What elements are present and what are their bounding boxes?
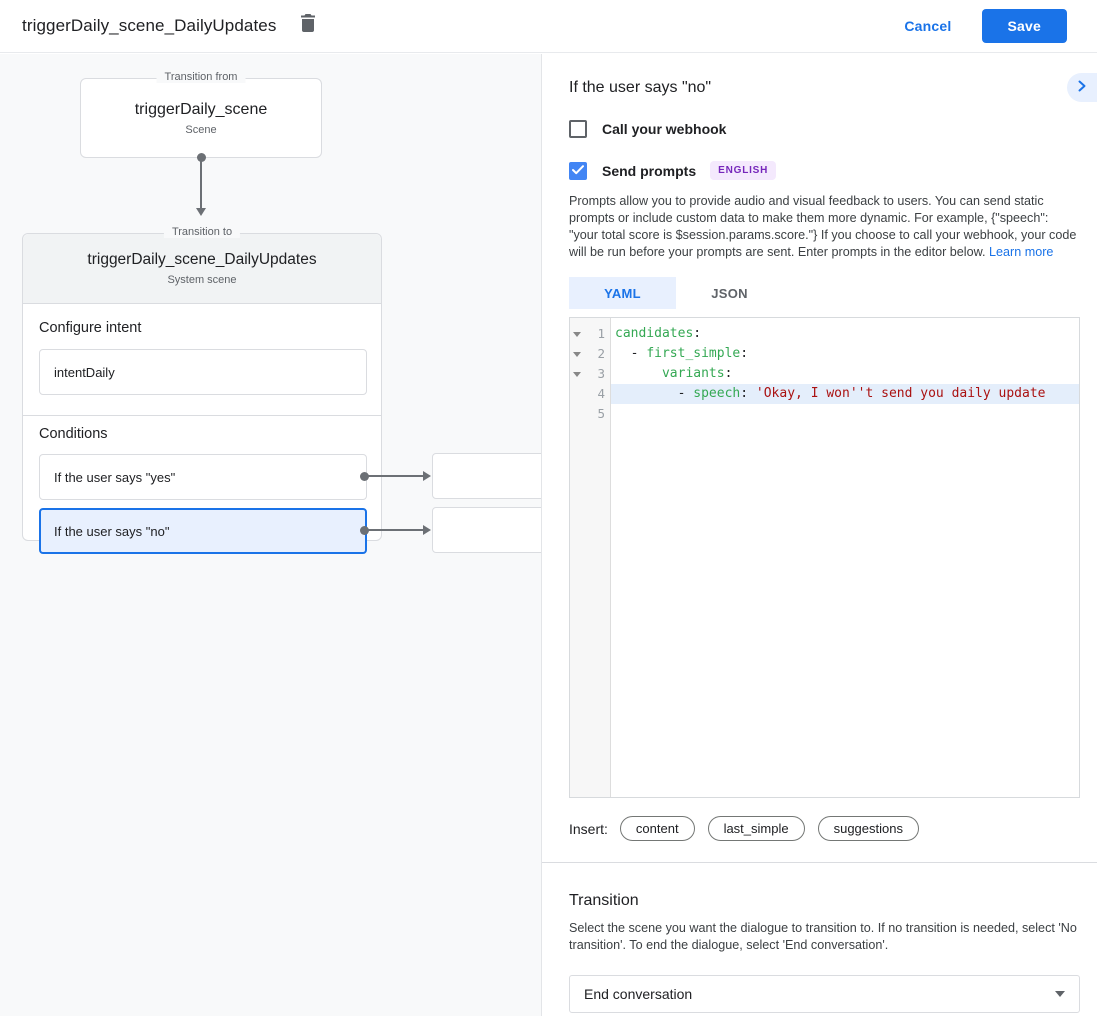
save-button[interactable]: Save	[981, 9, 1067, 43]
transition-description: Select the scene you want the dialogue t…	[569, 921, 1077, 952]
insert-suggestions-chip[interactable]: suggestions	[817, 816, 919, 841]
transition-select[interactable]: End conversation	[569, 975, 1080, 1013]
call-webhook-label: Call your webhook	[602, 121, 727, 137]
card-divider	[23, 415, 381, 416]
transition-select-value: End conversation	[584, 986, 693, 1002]
transition-to-card: Transition to triggerDaily_scene_DailyUp…	[22, 226, 382, 554]
condition-yes-port-dot	[360, 472, 369, 481]
condition-item-no[interactable]: If the user says "no"	[39, 508, 367, 554]
call-webhook-checkbox[interactable]	[569, 120, 587, 138]
editor-format-tabs: YAML JSON	[569, 277, 1080, 309]
fold-icon[interactable]	[570, 371, 583, 377]
dropdown-caret-icon	[1055, 991, 1065, 997]
condition-no-arrow-line	[365, 529, 423, 531]
scene-diagram-canvas: Transition from triggerDaily_scene Scene…	[0, 54, 541, 1016]
delete-button[interactable]	[294, 12, 322, 40]
cancel-button[interactable]: Cancel	[904, 18, 952, 34]
to-scene-type: System scene	[167, 274, 237, 286]
condition-yes-arrowhead-icon	[423, 471, 431, 481]
condition-no-port-dot	[360, 526, 369, 535]
from-scene-name: triggerDaily_scene	[134, 100, 268, 118]
insert-row: Insert: content last_simple suggestions	[569, 816, 1080, 841]
prompts-description-text: Prompts allow you to provide audio and v…	[569, 194, 1077, 259]
send-prompts-label: Send prompts	[602, 162, 697, 179]
code-line-5	[611, 404, 1079, 424]
connector-line	[200, 158, 202, 210]
condition-yes-arrow-line	[365, 475, 423, 477]
code-line-4: - speech: 'Okay, I won''t send you daily…	[611, 384, 1079, 404]
line-number: 5	[597, 406, 605, 421]
line-number: 1	[597, 326, 605, 341]
tab-json[interactable]: JSON	[711, 285, 748, 301]
top-bar: triggerDaily_scene_DailyUpdates Cancel S…	[0, 0, 1097, 53]
gutter-row: 3	[570, 364, 610, 384]
condition-item-yes[interactable]: If the user says "yes"	[39, 454, 367, 500]
condition-no-label: If the user says "no"	[54, 523, 170, 539]
code-line-2: - first_simple:	[615, 346, 749, 361]
yaml-code-editor: 1 2 3 4 5 candidates: - first_simple:	[569, 317, 1080, 798]
transition-to-legend: Transition to	[163, 226, 241, 238]
connector-arrowhead-icon	[196, 208, 206, 216]
send-prompts-checkbox[interactable]	[569, 161, 587, 180]
chevron-right-icon	[1076, 79, 1088, 97]
line-number: 4	[597, 386, 605, 401]
to-scene-header: triggerDaily_scene_DailyUpdates System s…	[23, 234, 381, 304]
transition-from-node[interactable]: Transition from triggerDaily_scene Scene	[80, 71, 322, 158]
trash-icon	[300, 14, 316, 38]
transition-heading: Transition	[569, 892, 639, 909]
webhook-row: Call your webhook	[569, 120, 1080, 138]
transition-from-legend: Transition from	[156, 71, 246, 83]
gutter-row: 2	[570, 344, 610, 364]
section-divider	[542, 862, 1097, 863]
checkmark-icon	[572, 162, 584, 180]
condition-yes-label: If the user says "yes"	[54, 469, 176, 485]
from-scene-type: Scene	[185, 123, 217, 136]
insert-label: Insert:	[569, 820, 608, 837]
configure-intent-label: Configure intent	[39, 320, 142, 336]
page-title: triggerDaily_scene_DailyUpdates	[22, 16, 277, 35]
panel-heading: If the user says "no"	[569, 79, 712, 96]
insert-last-simple-chip[interactable]: last_simple	[707, 816, 805, 841]
condition-no-arrowhead-icon	[423, 525, 431, 535]
intent-value: intentDaily	[54, 364, 115, 380]
insert-content-chip[interactable]: content	[619, 816, 695, 841]
connector-dot	[197, 153, 206, 162]
gutter-row: 1	[570, 324, 610, 344]
conditions-label: Conditions	[39, 426, 108, 442]
gutter-row: 4	[570, 384, 610, 404]
language-badge: ENGLISH	[710, 161, 777, 180]
tab-yaml[interactable]: YAML	[569, 277, 676, 309]
editor-gutter: 1 2 3 4 5	[570, 318, 611, 797]
line-number: 3	[597, 366, 605, 381]
learn-more-link[interactable]: Learn more	[989, 245, 1054, 259]
code-line-3: variants:	[661, 366, 733, 381]
line-number: 2	[597, 346, 605, 361]
collapse-panel-button[interactable]	[1067, 73, 1097, 102]
fold-icon[interactable]	[570, 331, 583, 337]
to-scene-name: triggerDaily_scene_DailyUpdates	[87, 251, 317, 268]
code-line-1: candidates:	[615, 326, 702, 341]
gutter-row: 5	[570, 404, 610, 424]
intent-input[interactable]: intentDaily	[39, 349, 367, 395]
prompts-description: Prompts allow you to provide audio and v…	[569, 193, 1080, 261]
fold-icon[interactable]	[570, 351, 583, 357]
prompts-row: Send prompts ENGLISH	[569, 161, 1080, 180]
condition-no-target-node[interactable]	[432, 507, 541, 553]
condition-editor-panel: If the user says "no" Call your webhook …	[541, 54, 1097, 1016]
condition-yes-target-node[interactable]	[432, 453, 541, 499]
editor-code-area[interactable]: candidates: - first_simple: variants: - …	[611, 318, 1079, 797]
